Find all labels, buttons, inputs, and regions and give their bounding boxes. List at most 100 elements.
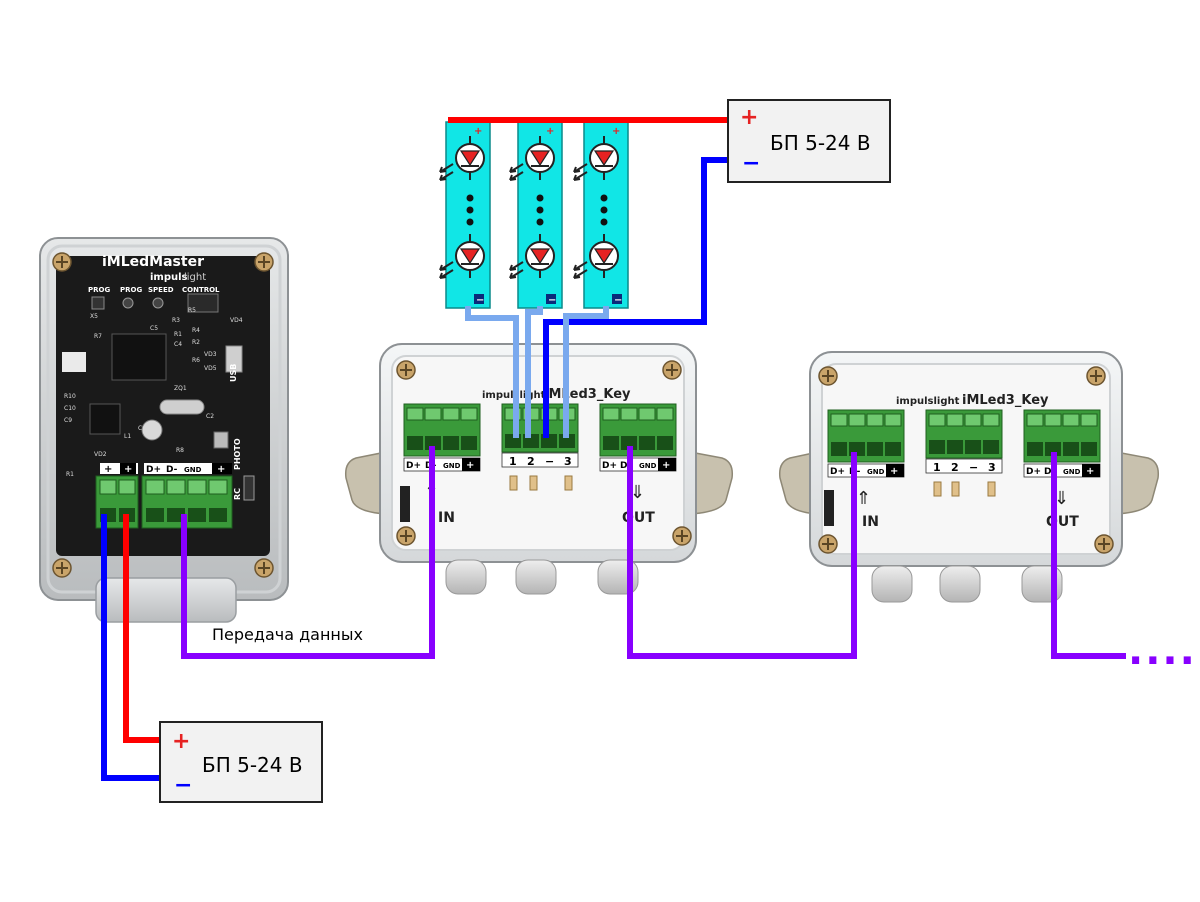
module-1-ch-2: 2 [527, 455, 535, 468]
led-strips: + − + − + − [439, 121, 629, 309]
controller-brand-sub: impuls [150, 272, 188, 283]
module-1-out-label: OUT [622, 510, 655, 526]
led-strip-1-minus: − [476, 295, 484, 306]
part-r8: R8 [176, 447, 184, 454]
led-strip-3-minus: − [614, 295, 622, 306]
module-2-out-arrow-icon: ⇓ [1054, 488, 1069, 509]
rc-label: RC [233, 488, 242, 500]
wire-bottom-minus [101, 514, 160, 781]
usb-port [225, 345, 243, 373]
module-2-in-gnd: GND [867, 468, 885, 476]
led-strip-3: + − [573, 121, 629, 309]
module-2-out-plus: + [1086, 466, 1094, 477]
psu-bottom-minus-icon: − [174, 773, 192, 798]
usb-label: USB [229, 364, 238, 382]
module-1-out-dplus: D+ [602, 461, 617, 471]
module-2-gland-1 [871, 565, 913, 603]
module-2-in-plus: + [890, 466, 898, 477]
module-1-in-plus: + [466, 460, 474, 471]
led-strip-2-minus: − [548, 295, 556, 306]
part-c10: C10 [64, 405, 76, 412]
wire-bottom-plus [123, 514, 160, 743]
led-strip-1-plus: + [474, 126, 482, 137]
part-vd2: VD2 [94, 451, 107, 458]
controller-brand-sub2: light [184, 272, 206, 283]
part-r5: R5 [188, 307, 196, 314]
controller-brand: iMLedMaster [102, 254, 204, 270]
ctrl-terminal-dminus: D- [166, 465, 178, 475]
wire-top-minus [543, 157, 730, 438]
part-r2: R2 [192, 339, 200, 346]
module-1-model: iMLed3_Key [544, 387, 631, 402]
led-strip-2-plus: + [546, 126, 554, 137]
module-1-ch-1: 1 [509, 455, 517, 468]
module-2-ch-1: 1 [933, 461, 941, 474]
module-2-model: iMLed3_Key [962, 393, 1049, 408]
part-l1: L1 [124, 433, 131, 440]
part-c9: C9 [64, 417, 72, 424]
psu-top-plus-icon: + [740, 105, 758, 130]
power-supply-top: + − БП 5-24 В [727, 99, 891, 183]
part-vd3: VD3 [204, 351, 217, 358]
part-r3: R3 [172, 317, 180, 324]
module-1-in-label: IN [438, 510, 455, 526]
part-r6: R6 [192, 357, 200, 364]
led-strip-2: + − [509, 121, 563, 309]
module-1-gland-1 [445, 559, 487, 595]
module-box-2: impulslight iMLed3_Key D+ D- GND + ⇑ IN [778, 351, 1160, 603]
module-2-gland-2 [939, 565, 981, 603]
module-1-ch-3: 3 [564, 455, 572, 468]
wires [101, 117, 1126, 781]
module-2-out-gnd: GND [1063, 468, 1081, 476]
part-c5: C5 [150, 325, 158, 332]
psu-bottom-label: БП 5-24 В [202, 753, 303, 777]
wire-channel-1 [465, 306, 519, 438]
controller-chip [111, 333, 167, 381]
controller-screw-bl [52, 558, 72, 578]
module-2-in-label: IN [862, 514, 879, 530]
wire-channel-2 [525, 306, 543, 438]
part-r4: R4 [192, 327, 200, 334]
module-1-out-plus: + [662, 460, 670, 471]
controller-screw-br [254, 558, 274, 578]
wire-data-1 [181, 446, 435, 659]
led-strip-3-plus: + [612, 126, 620, 137]
button-label-speed: SPEED [148, 286, 174, 294]
module-2-ch-3: 3 [988, 461, 996, 474]
ctrl-terminal-plus-3: + [217, 464, 225, 475]
data-line-label: Передача данных [212, 625, 363, 644]
module-1-in-gnd: GND [443, 462, 461, 470]
part-vd4: VD4 [230, 317, 243, 324]
button-label-prog-1: PROG [88, 286, 110, 294]
psu-top-minus-icon: − [742, 151, 760, 176]
part-x5: X5 [90, 313, 98, 320]
part-r1b: R1 [66, 471, 74, 478]
module-box-1: impulslight iMLed3_Key D+ D- GND + ⇑ IN [344, 343, 734, 595]
part-c4: C4 [174, 341, 182, 348]
ctrl-terminal-plus-1: + [104, 464, 112, 475]
module-1-out-gnd: GND [639, 462, 657, 470]
data-line-continuation: .... [1128, 628, 1197, 674]
module-2-out-dminus: D- [1044, 467, 1056, 477]
ctrl-terminal-dplus: D+ [146, 465, 161, 475]
wire-data-2 [627, 446, 857, 659]
controller-screw-tr [254, 252, 274, 272]
module-2-ch-2: 2 [951, 461, 959, 474]
part-r7: R7 [94, 333, 102, 340]
part-r1: R1 [174, 331, 182, 338]
module-2-out-label: OUT [1046, 514, 1079, 530]
led-strip-1: + − [439, 121, 491, 309]
part-c2: C2 [206, 413, 214, 420]
wire-data-3 [1051, 452, 1126, 659]
part-zq1: ZQ1 [174, 385, 187, 392]
module-2-brand: impulslight [896, 396, 960, 407]
module-2-out-dplus: D+ [1026, 467, 1041, 477]
button-label-control: CONTROL [182, 286, 220, 294]
module-1-out-dminus: D- [620, 461, 632, 471]
controller-box: iMLedMaster impuls light PROG PROG SPEED… [39, 237, 289, 623]
part-vd5: VD5 [204, 365, 217, 372]
power-supply-bottom: + − БП 5-24 В [159, 721, 323, 803]
button-label-prog-2: PROG [120, 286, 142, 294]
ctrl-terminal-gnd: GND [184, 466, 202, 474]
